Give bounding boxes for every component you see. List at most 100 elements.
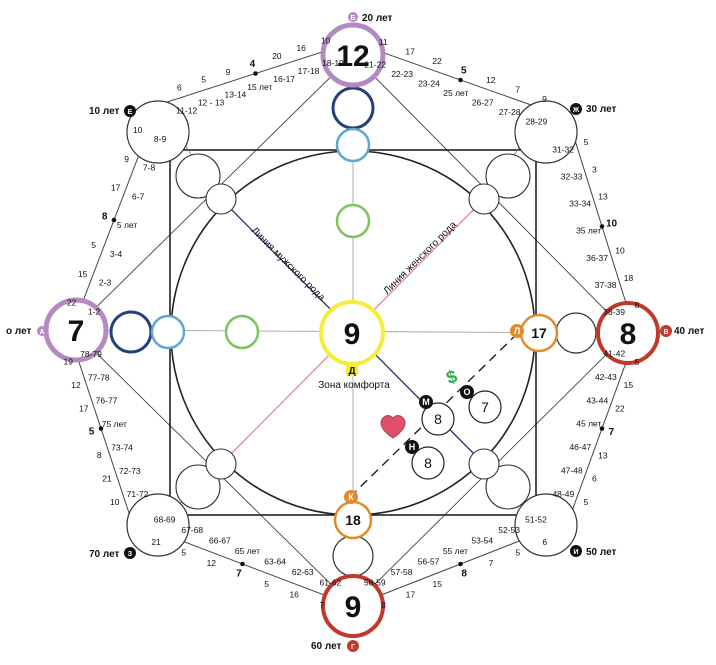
age-scale-label: 28-29 (526, 117, 548, 127)
corner-circle-br (514, 493, 578, 557)
point-o-letter: О (463, 387, 470, 397)
mid-circle-br (485, 464, 531, 510)
point-a-value: 7 (68, 315, 85, 348)
age-scale-value: 9 (226, 67, 231, 77)
age-scale-dot (599, 426, 605, 431)
age-scale-value: 10 (133, 125, 143, 135)
age-scale-label: 72-73 (119, 466, 141, 476)
point-g-circle (321, 574, 385, 638)
point-v-value: 8 (620, 318, 637, 351)
age-scale-label: 62-63 (292, 567, 314, 577)
age-scale-dot (599, 224, 605, 229)
badge-i (570, 545, 582, 557)
age-scale-label: 55 лет (443, 546, 468, 556)
age-scale-value: 16 (296, 43, 306, 53)
point-n-circle (411, 446, 445, 480)
corner-circle-bl (126, 493, 190, 557)
age-0: о лет (6, 326, 32, 337)
age-scale-dot (98, 426, 104, 431)
navy-circle-top (331, 86, 375, 130)
badge-z (124, 547, 136, 559)
age-scale-label: 65 лет (235, 546, 260, 556)
badge-a (37, 326, 47, 336)
age-scale-label: 75 лет (102, 419, 127, 429)
age-scale-label: 73-74 (111, 442, 133, 452)
age-scale-value: 8 (102, 211, 108, 222)
badge-a-letter: А (39, 329, 44, 336)
age-scale-label: 12 - 13 (198, 98, 225, 108)
comfort-zone-label: Зона комфорта (318, 379, 390, 391)
age-scale-dot (253, 71, 258, 76)
age-scale-value: 16 (289, 589, 299, 599)
age-scale-label: 5 лет (117, 220, 137, 230)
blue-circle-top (335, 127, 371, 163)
age-scale-value: 6 (542, 537, 547, 547)
age-scale-label: 58-59 (364, 577, 386, 587)
age-scale-label: 16-17 (273, 74, 295, 84)
male-line-label: Линия мужского рода (249, 225, 327, 303)
badge-b-letter: Б (350, 15, 355, 22)
age-scale-label: 32-33 (561, 171, 583, 181)
age-scale-value: 12 (207, 558, 217, 568)
small-circle-tr (468, 183, 500, 215)
age-20: 20 лет (362, 13, 393, 24)
plain-circle-right (555, 312, 597, 354)
point-m-letter: М (422, 397, 430, 407)
age-scale-dot (458, 77, 463, 83)
age-scale-value: 9 (542, 94, 547, 104)
green-circle-top (335, 203, 371, 239)
age-scale-label: 25 лет (443, 88, 468, 98)
point-n-letter: Н (409, 442, 416, 452)
age-40: 40 лет (674, 326, 705, 337)
mid-circle-tl (175, 153, 221, 199)
age-scale-label: 38-39 (603, 307, 625, 317)
corner-circle-tr (514, 100, 578, 164)
point-o-badge (460, 385, 474, 399)
age-scale-value: 15 (78, 269, 88, 279)
age-scale-label: 46-47 (569, 442, 591, 452)
badge-b (348, 12, 358, 22)
navy-circle-left (109, 310, 153, 354)
point-b-value: 12 (336, 40, 369, 73)
age-scale-value: 8 (461, 568, 467, 579)
point-l-value: 17 (531, 325, 547, 341)
small-circle-br (468, 448, 500, 480)
age-scale-value: 5 (201, 75, 206, 85)
point-n-badge (405, 440, 419, 454)
point-o-circle (468, 390, 502, 424)
age-scale-label: 1-2 (88, 306, 101, 316)
badge-v-letter: В (663, 329, 668, 336)
age-30: 30 лет (586, 104, 617, 115)
age-scale-label: 18-19 (322, 58, 344, 68)
age-scale-value: 7 (489, 558, 494, 568)
age-scale-label: 33-34 (569, 199, 591, 209)
age-50: 50 лет (586, 547, 617, 558)
center-letter: Д (348, 366, 355, 377)
age-scale-value: 12 (486, 75, 496, 85)
age-scale-label: 76-77 (96, 396, 118, 406)
age-scale-value: 5 (181, 547, 186, 557)
age-scale-value: 5 (264, 579, 269, 589)
point-k-value: 18 (345, 512, 361, 528)
age-scale-label: 68-69 (154, 514, 176, 524)
age-scale-dot (458, 561, 463, 567)
age-scale-value: 21 (151, 537, 161, 547)
point-m-circle (421, 402, 455, 436)
money-channel-line (349, 332, 519, 498)
age-60: 60 лет (311, 641, 342, 652)
age-scale-value: 4 (250, 59, 256, 70)
age-scale-label: 23-24 (418, 79, 440, 89)
badge-e (124, 105, 136, 117)
center-value: 9 (344, 318, 361, 351)
point-l-badge (510, 324, 524, 338)
age-70: 70 лет (89, 549, 120, 560)
age-scale-dot (111, 217, 117, 223)
age-scale-value: 22 (432, 56, 442, 66)
age-scale-label: 35 лет (576, 226, 601, 236)
heart-icon (380, 415, 406, 439)
age-scale-value: 11 (379, 37, 388, 47)
age-scale-label: 27-28 (499, 107, 521, 117)
age-scale-value: 21 (102, 473, 112, 483)
age-scale-label: 36-37 (586, 253, 608, 263)
